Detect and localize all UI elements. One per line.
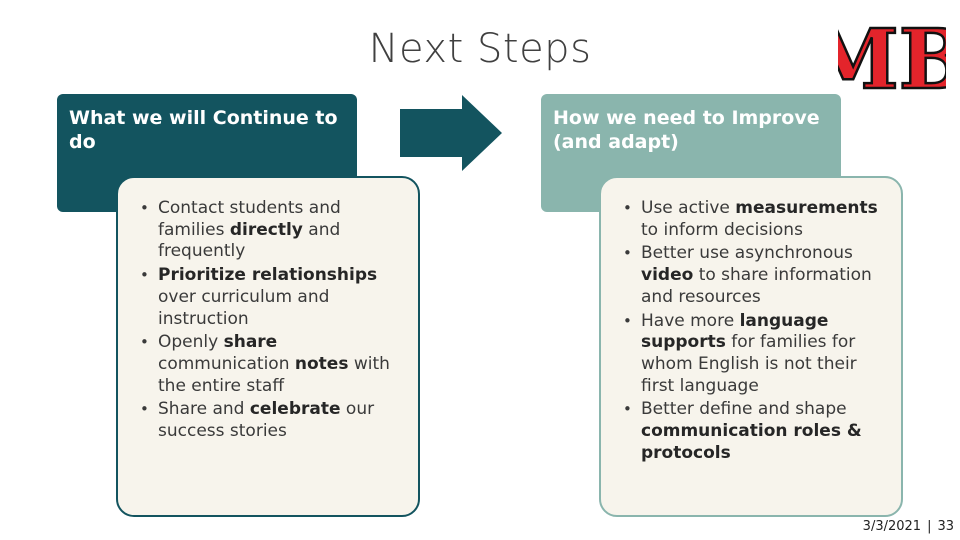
- improve-list: Use active measurements to inform decisi…: [619, 198, 891, 464]
- continue-list-card: Contact students and families directly a…: [116, 176, 420, 517]
- slide-footer: 3/3/2021 | 33: [863, 519, 954, 534]
- list-item: Prioritize relationships over curriculum…: [136, 265, 408, 330]
- slide-title: Next Steps: [368, 26, 592, 72]
- footer-separator: |: [927, 519, 932, 534]
- list-item: Contact students and families directly a…: [136, 198, 408, 263]
- list-item: Better use asynchronous video to share i…: [619, 243, 891, 308]
- mb-logo: MB: [838, 14, 946, 109]
- continue-list: Contact students and families directly a…: [136, 198, 408, 443]
- list-item: Share and celebrate our success stories: [136, 399, 408, 442]
- list-item: Better define and shape communication ro…: [619, 399, 891, 464]
- improve-list-card: Use active measurements to inform decisi…: [599, 176, 903, 517]
- improve-header-text: How we need to Improve (and adapt): [553, 107, 820, 153]
- page-number: 33: [937, 519, 954, 534]
- list-item: Openly share communication notes with th…: [136, 332, 408, 397]
- right-arrow-icon: [400, 95, 502, 171]
- logo-text: MB: [838, 14, 946, 108]
- footer-date: 3/3/2021: [862, 519, 922, 534]
- list-item: Use active measurements to inform decisi…: [619, 198, 891, 241]
- continue-header-text: What we will Continue to do: [69, 107, 338, 153]
- list-item: Have more language supports for families…: [619, 311, 891, 398]
